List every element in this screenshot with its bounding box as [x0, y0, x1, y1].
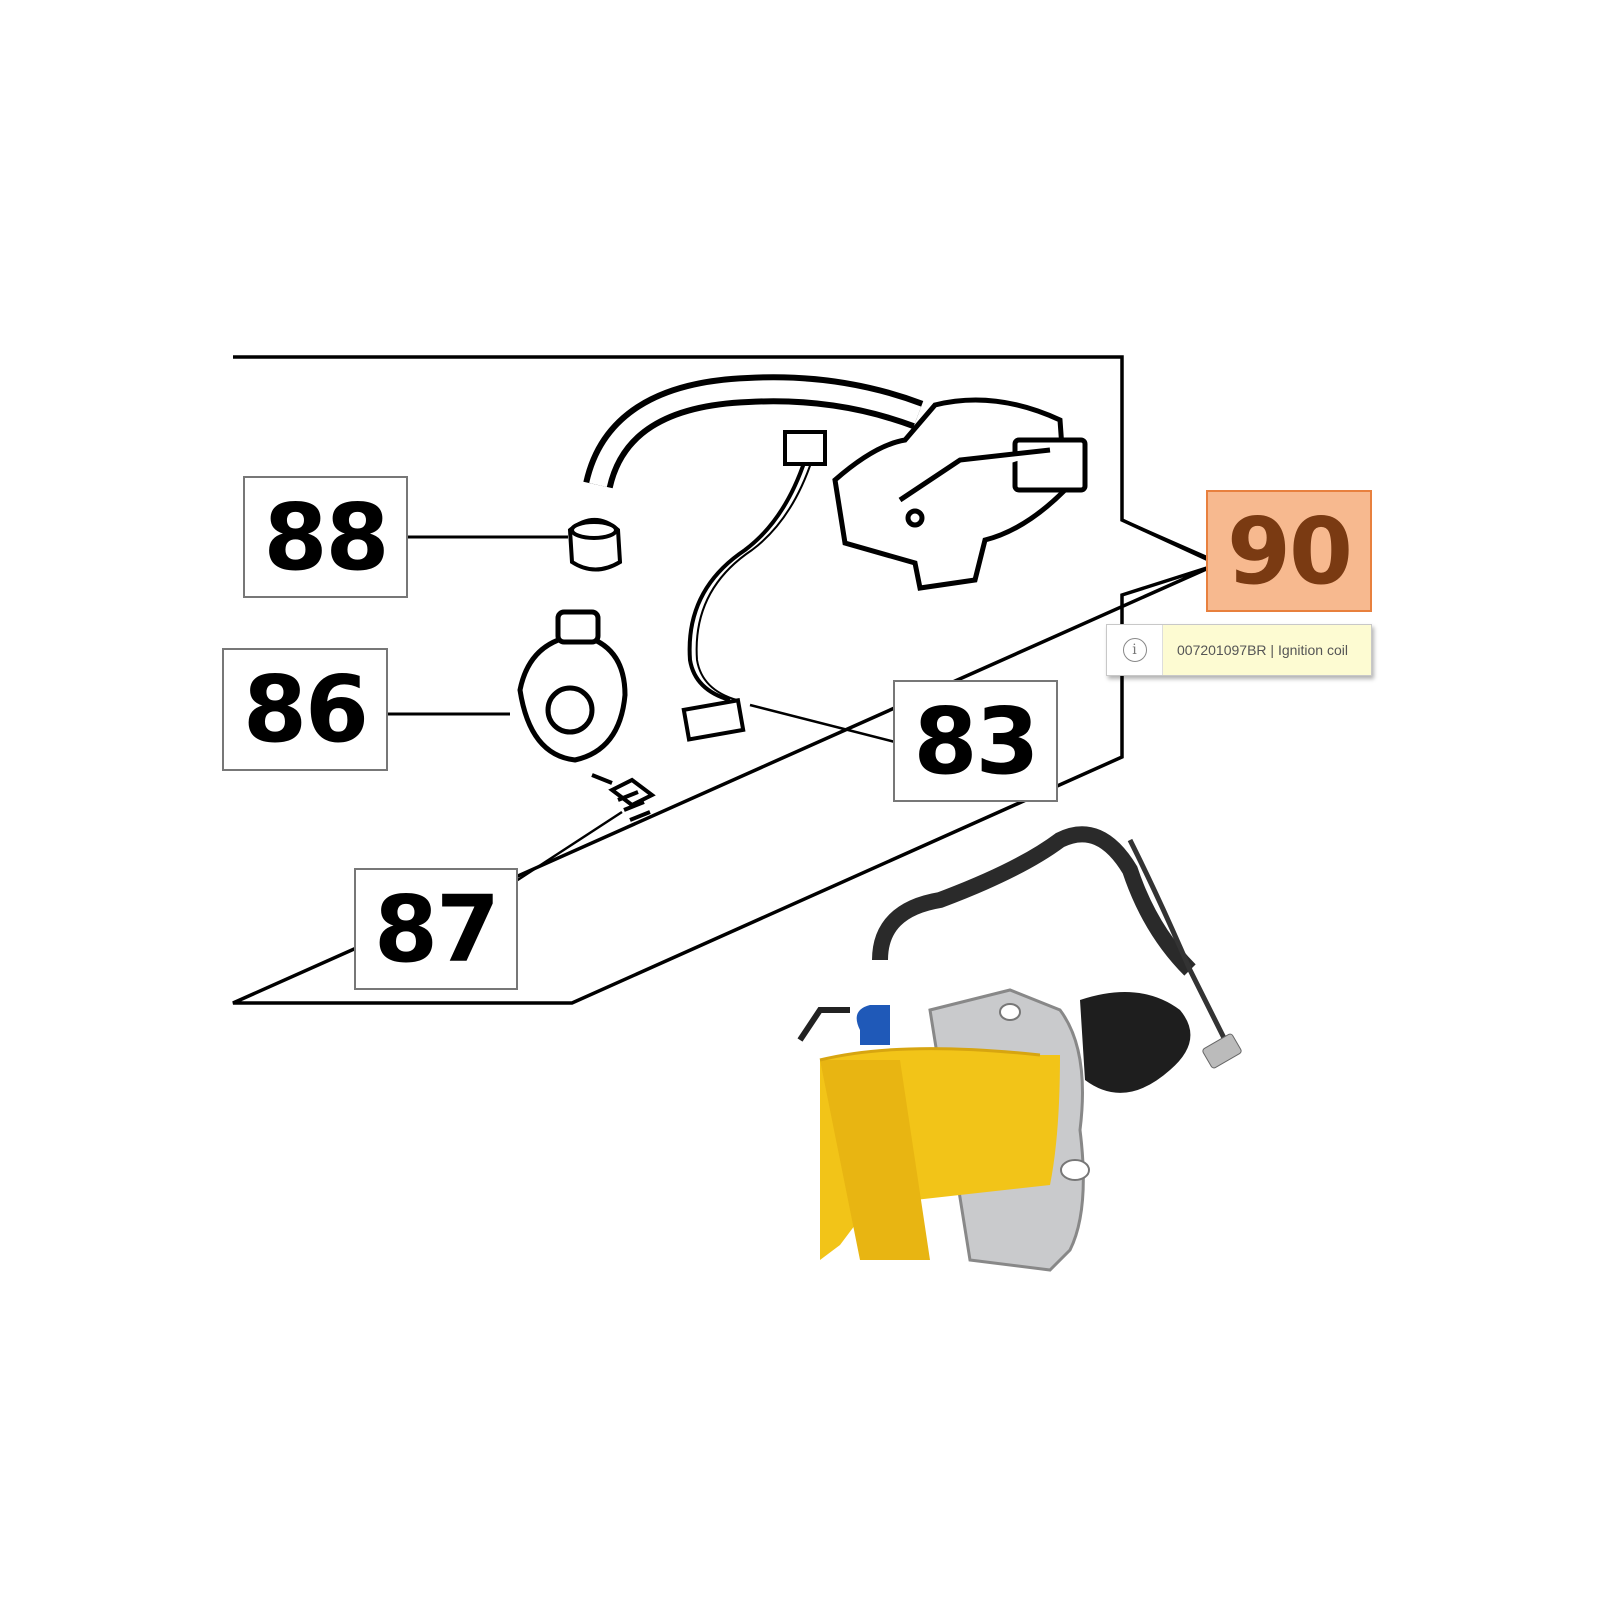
- ignition-coil-part-90: [583, 374, 1088, 591]
- wire-part-83: [681, 430, 827, 742]
- callout-number: 90: [1226, 497, 1353, 605]
- part-tooltip: i 007201097BR | Ignition coil: [1106, 624, 1372, 676]
- spring-part-87: [591, 773, 656, 822]
- switch-part-86: [517, 609, 628, 763]
- callout-number: 87: [373, 875, 500, 983]
- callout-88[interactable]: 88: [243, 476, 408, 598]
- tooltip-text: 007201097BR | Ignition coil: [1163, 625, 1371, 675]
- leader-83: [749, 703, 896, 744]
- callout-86[interactable]: 86: [222, 648, 388, 771]
- callout-number: 88: [263, 483, 389, 591]
- info-icon: i: [1122, 638, 1147, 662]
- tooltip-icon-area: i: [1107, 625, 1163, 675]
- callout-90-highlighted[interactable]: 90: [1206, 490, 1372, 612]
- callout-number: 86: [242, 656, 369, 763]
- callout-83[interactable]: 83: [893, 680, 1058, 802]
- leader-87: [509, 810, 623, 887]
- callout-number: 83: [913, 687, 1039, 795]
- callout-87[interactable]: 87: [354, 868, 518, 990]
- grommet-part-88: [567, 518, 623, 572]
- ignition-coil-photo: [797, 826, 1242, 1272]
